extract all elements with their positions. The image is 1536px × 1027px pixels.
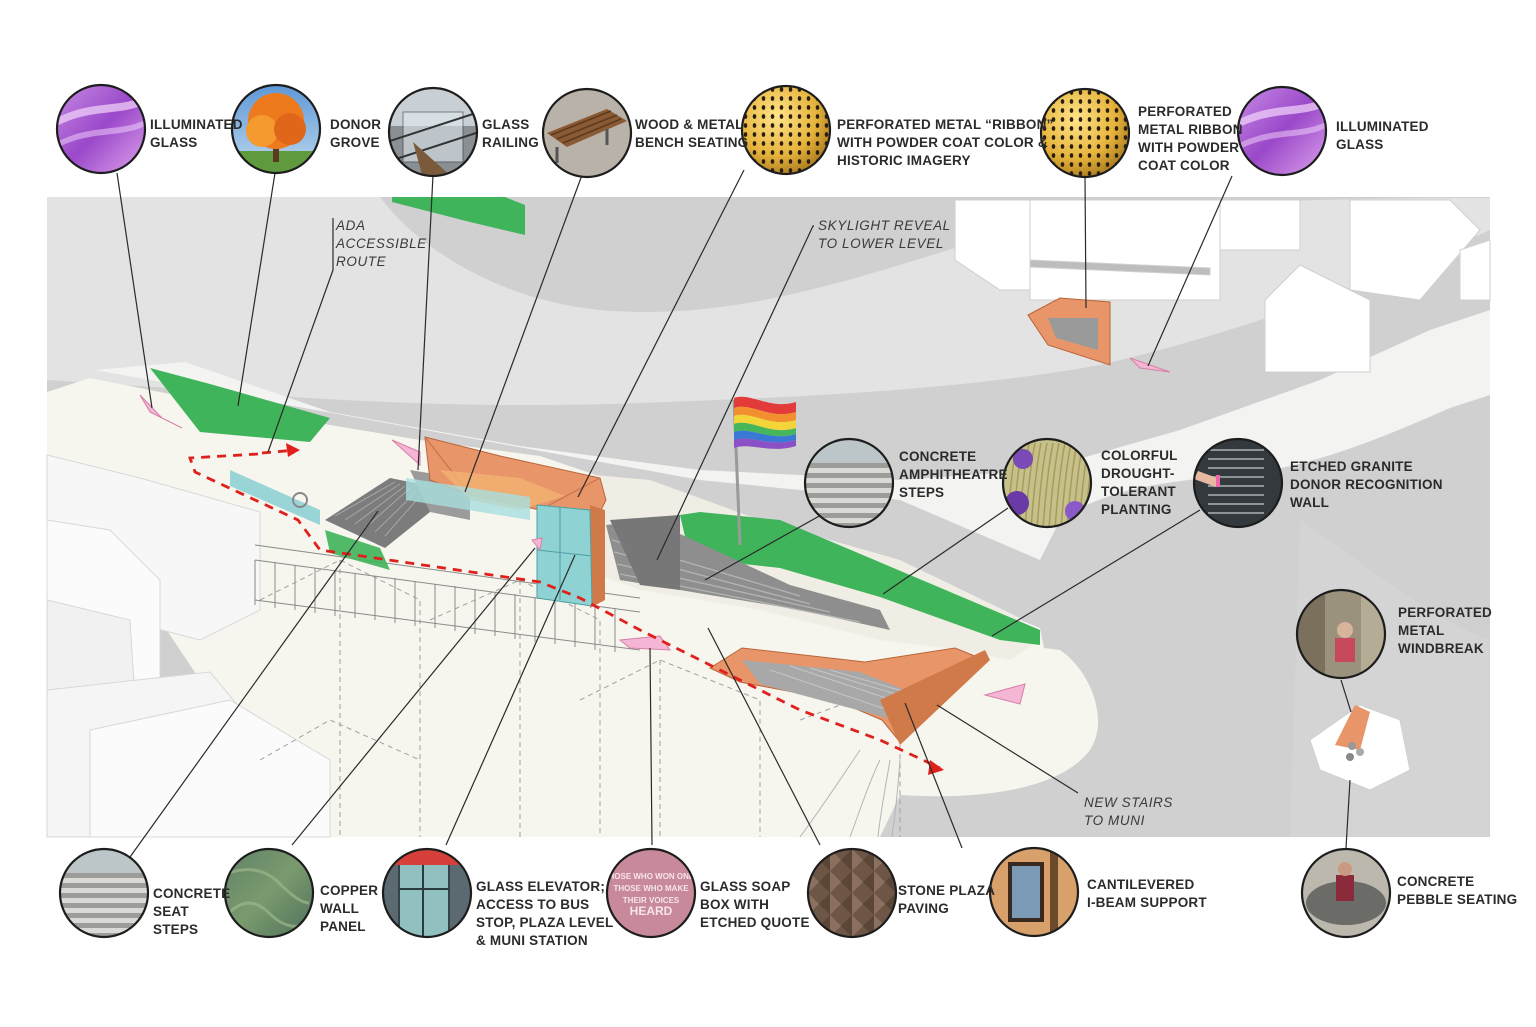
label-perforated-ribbon: PERFORATED METAL RIBBON WITH POWDER COAT… (1138, 104, 1243, 173)
swatch-concrete-seat-steps (58, 847, 150, 939)
glass-elevator-structure (230, 470, 593, 607)
label-glass-elevator: GLASS ELEVATOR; ACCESS TO BUS STOP, PLAZ… (476, 879, 614, 948)
swatch-etched-granite-wall (1192, 437, 1284, 529)
label-skylight-reveal: SKYLIGHT REVEAL TO LOWER LEVEL (818, 218, 951, 251)
swatch-concrete-pebble-seating (1300, 847, 1392, 939)
swatch-illuminated-glass-left (55, 83, 147, 175)
swatch-glass-elevator (381, 847, 473, 939)
swatch-wood-metal-bench (541, 87, 633, 179)
label-ada-route: ADA ACCESSIBLE ROUTE (336, 218, 427, 269)
soapbox-quote-line: THOSE WHO MAKE (613, 884, 689, 893)
soapbox-quote-line: THOSE WHO WON ONLY (604, 872, 699, 881)
copper-ribbon-right (1027, 297, 1111, 366)
swatch-donor-grove (230, 83, 322, 175)
label-etched-granite-wall: ETCHED GRANITE DONOR RECOGNITION WALL (1290, 459, 1443, 510)
swatch-perforated-ribbon-historic (740, 84, 832, 176)
label-perforated-ribbon-historic: PERFORATED METAL “RIBBON” WITH POWDER CO… (837, 117, 1054, 168)
swatch-cantilevered-ibeam (988, 846, 1080, 938)
label-wood-metal-bench: WOOD & METAL BENCH SEATING (635, 117, 749, 150)
label-concrete-seat-steps: CONCRETE SEAT STEPS (153, 886, 231, 937)
windbreak-island (1309, 704, 1411, 791)
label-new-stairs: NEW STAIRS TO MUNI (1084, 795, 1174, 828)
label-illuminated-glass-right: ILLUMINATED GLASS (1336, 119, 1429, 152)
base-map (46, 197, 1491, 838)
soapbox-quote-line: HEARD (630, 904, 673, 918)
label-perforated-windbreak: PERFORATED METAL WINDBREAK (1398, 605, 1493, 656)
swatch-circles: THOSE WHO WON ONLY THOSE WHO MAKE THEIR VO… (55, 83, 1392, 939)
rainbow-flag (732, 396, 796, 546)
swatch-drought-tolerant-planting (1001, 437, 1093, 529)
swatch-glass-railing (387, 86, 479, 178)
muni-stair-lines (799, 749, 901, 838)
buildings-top-right (954, 199, 1491, 373)
swatch-illuminated-glass-right (1236, 85, 1328, 177)
swatch-concrete-amphitheatre-steps (803, 437, 895, 529)
label-copper-wall-panel: COPPER WALL PANEL (320, 883, 379, 934)
swatch-glass-soap-box: THOSE WHO WON ONLY THOSE WHO MAKE THEIR VO… (604, 847, 699, 939)
label-stone-plaza-paving: STONE PLAZA PAVING (898, 883, 996, 916)
swatch-perforated-ribbon (1039, 87, 1131, 179)
copper-skylight (708, 647, 990, 745)
bollard (292, 492, 308, 508)
label-illuminated-glass-left: ILLUMINATED GLASS (150, 117, 243, 150)
leader-lines (116, 169, 1352, 858)
label-drought-tolerant-planting: COLORFUL DROUGHT- TOLERANT PLANTING (1101, 448, 1178, 517)
swatch-perforated-windbreak (1295, 588, 1387, 680)
swatch-copper-wall-panel (223, 847, 315, 939)
soapbox-quote-line: THEIR VOICES (623, 896, 680, 905)
planting-areas (150, 197, 1040, 645)
label-cantilevered-ibeam: CANTILEVERED I-BEAM SUPPORT (1087, 877, 1207, 910)
label-glass-soap-box: GLASS SOAP BOX WITH ETCHED QUOTE (700, 879, 810, 930)
pink-glass-elements (139, 357, 1171, 705)
label-concrete-amphitheatre-steps: CONCRETE AMPHITHEATRE STEPS (899, 449, 1008, 500)
label-glass-railing: GLASS RAILING (482, 117, 539, 150)
label-concrete-pebble-seating: CONCRETE PEBBLE SEATING (1397, 874, 1518, 907)
swatch-stone-plaza-paving (806, 847, 898, 939)
label-donor-grove: DONOR GROVE (330, 117, 382, 150)
buildings-left (46, 454, 331, 838)
amphitheatre-steps (606, 515, 890, 630)
